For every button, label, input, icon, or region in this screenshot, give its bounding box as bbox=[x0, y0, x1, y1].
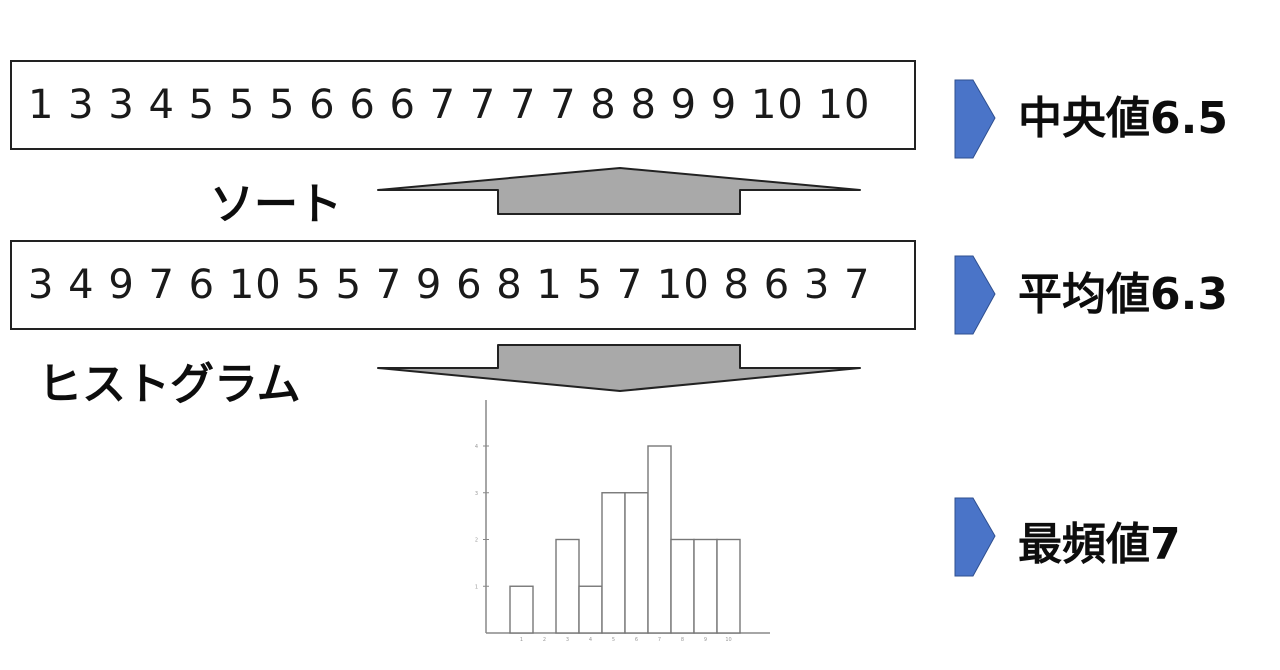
histogram-bar-3 bbox=[555, 538, 580, 634]
median-pointer-icon bbox=[954, 79, 996, 159]
histogram-bar-9 bbox=[693, 538, 718, 634]
x-tick-label: 4 bbox=[589, 637, 592, 643]
raw-sequence-box: 3 4 9 7 6 10 5 5 7 9 6 8 1 5 7 10 8 6 3 … bbox=[10, 240, 916, 330]
x-tick-label: 1 bbox=[520, 637, 523, 643]
histogram-bar-6 bbox=[624, 492, 649, 634]
x-tick-label: 5 bbox=[612, 637, 615, 643]
histogram-chart: 1 2 3 4 1 2 3 4 5 6 7 8 9 10 bbox=[475, 400, 770, 643]
raw-sequence-text: 3 4 9 7 6 10 5 5 7 9 6 8 1 5 7 10 8 6 3 … bbox=[28, 262, 871, 308]
mean-pointer-icon bbox=[954, 255, 996, 335]
x-tick-label: 10 bbox=[725, 637, 731, 643]
x-tick-label: 6 bbox=[635, 637, 638, 643]
mean-result: 平均値6.3 bbox=[1018, 269, 1228, 320]
histogram-bar-4 bbox=[578, 585, 603, 634]
y-tick-label: 1 bbox=[475, 584, 478, 590]
y-tick-label: 2 bbox=[475, 538, 478, 544]
y-tick-label: 3 bbox=[475, 491, 478, 497]
y-tick-label: 4 bbox=[475, 444, 478, 450]
sort-label: ソート bbox=[210, 179, 342, 230]
histogram-bar-10 bbox=[716, 538, 741, 634]
histogram-bar-8 bbox=[670, 538, 695, 634]
mode-pointer-icon bbox=[954, 497, 996, 577]
x-tick-label: 9 bbox=[704, 637, 707, 643]
median-result: 中央値6.5 bbox=[1018, 93, 1228, 144]
histogram-bar-1 bbox=[509, 585, 534, 634]
x-tick-label: 8 bbox=[681, 637, 684, 643]
histogram-label: ヒストグラム bbox=[38, 359, 301, 410]
histogram-bar-7 bbox=[647, 445, 672, 634]
mode-result: 最頻値7 bbox=[1018, 519, 1181, 570]
sorted-sequence-box: 1 3 3 4 5 5 5 6 6 6 7 7 7 7 8 8 9 9 10 1… bbox=[10, 60, 916, 150]
histogram-bar-5 bbox=[601, 492, 626, 634]
sorted-sequence-text: 1 3 3 4 5 5 5 6 6 6 7 7 7 7 8 8 9 9 10 1… bbox=[28, 82, 871, 128]
x-tick-label: 3 bbox=[566, 637, 569, 643]
x-tick-label: 2 bbox=[543, 637, 546, 643]
x-tick-label: 7 bbox=[658, 637, 661, 643]
